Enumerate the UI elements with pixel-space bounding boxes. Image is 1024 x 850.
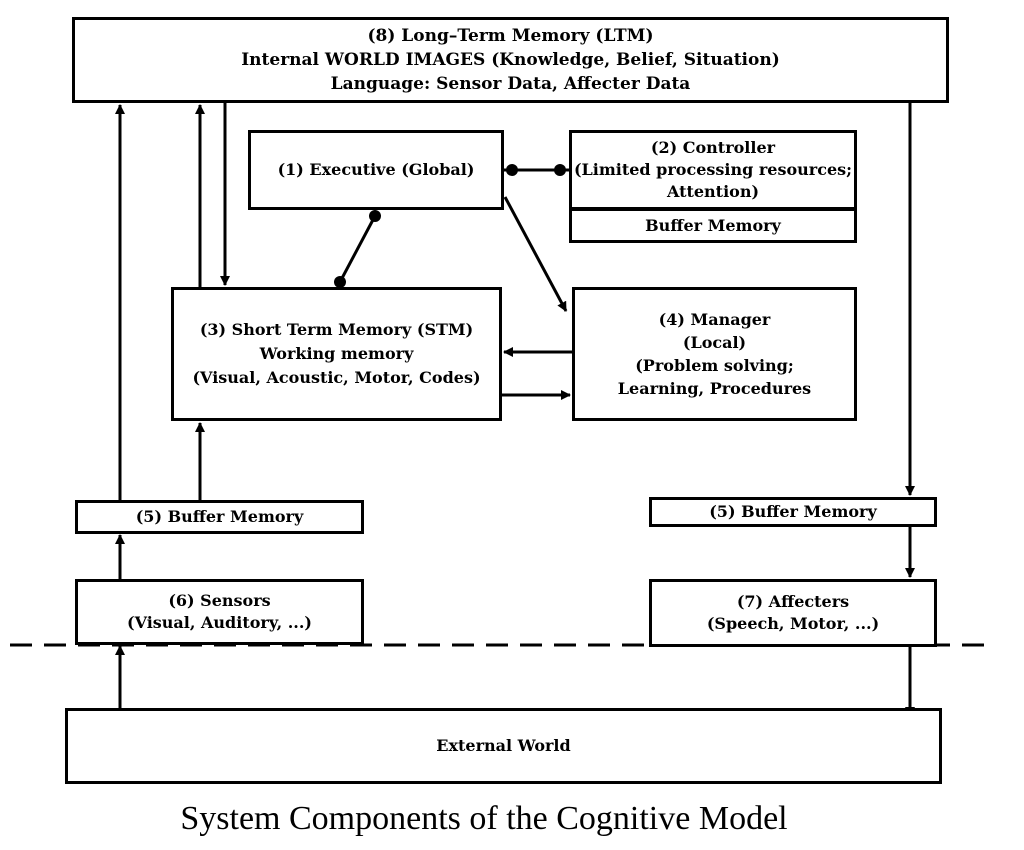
affecters-box: (7) Affecters (Speech, Motor, ...) [649,579,937,647]
buffer-memory-left-box: (5) Buffer Memory [75,500,364,534]
controller-buffer-label: Buffer Memory [645,215,781,235]
ltm-language: Language: Sensor Data, Affecter Data [330,74,691,94]
manager-local: (Local) [682,333,747,352]
stm-working-memory: Working memory [259,344,414,363]
buffer-memory-left-label: (5) Buffer Memory [135,507,304,526]
manager-problem-solving: (Problem solving; [635,356,794,375]
arrow-executive-to-manager [503,196,568,312]
controller-buffer-memory-box: Buffer Memory [569,208,857,243]
stm-codes: (Visual, Acoustic, Motor, Codes) [192,368,481,387]
external-world-box: External World [65,708,942,784]
link-dot-controller [554,164,566,176]
external-world-label: External World [436,736,571,755]
executive-box: (1) Executive (Global) [248,130,504,210]
link-dot-executive [506,164,518,176]
link-dot-stm [334,276,346,288]
long-term-memory-box: (8) Long–Term Memory (LTM) Internal WORL… [72,17,949,103]
diagram-caption: System Components of the Cognitive Model [180,800,788,837]
sensors-box: (6) Sensors (Visual, Auditory, ...) [75,579,364,645]
buffer-memory-right-box: (5) Buffer Memory [649,497,937,527]
manager-box: (4) Manager (Local) (Problem solving; Le… [572,287,857,421]
manager-title: (4) Manager [658,310,771,329]
link-executive-stm [338,215,377,283]
short-term-memory-box: (3) Short Term Memory (STM) Working memo… [171,287,502,421]
controller-resources: (Limited processing resources; [573,160,853,179]
executive-title: (1) Executive (Global) [277,160,475,179]
link-dot-executive-lower [369,210,381,222]
ltm-title: (8) Long–Term Memory (LTM) [367,26,654,46]
sensors-title: (6) Sensors [168,591,271,610]
affecters-title: (7) Affecters [736,592,850,611]
controller-box: (2) Controller (Limited processing resou… [569,130,857,210]
sensors-types: (Visual, Auditory, ...) [127,613,312,632]
stm-title: (3) Short Term Memory (STM) [199,320,474,339]
manager-learning: Learning, Procedures [617,379,812,398]
controller-title: (2) Controller [650,138,776,157]
ltm-world-images: Internal WORLD IMAGES (Knowledge, Belief… [241,50,780,70]
affecters-types: (Speech, Motor, ...) [706,614,880,633]
buffer-memory-right-label: (5) Buffer Memory [709,502,877,521]
controller-attention: Attention) [666,182,760,201]
